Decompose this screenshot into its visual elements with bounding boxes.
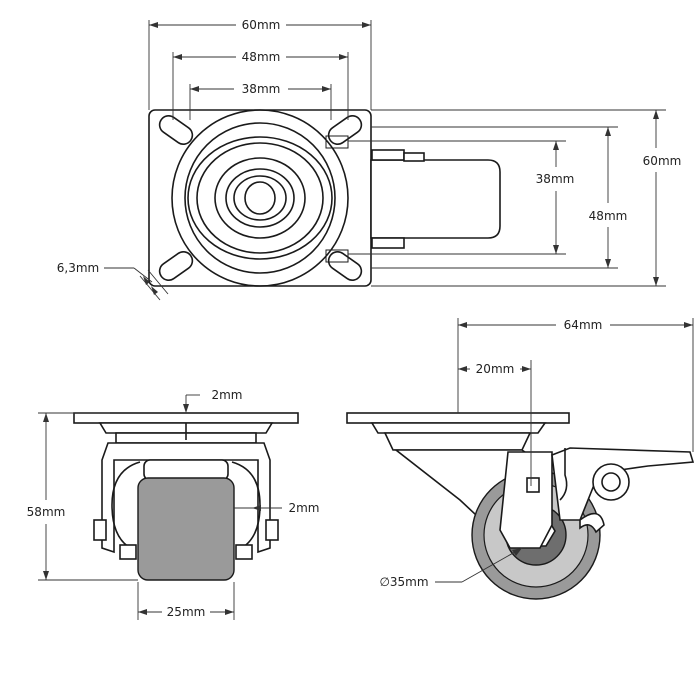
- top-slot-bl: [158, 251, 194, 281]
- side-plate-base: [370, 422, 547, 434]
- top-brake-pin: [403, 152, 425, 162]
- dim-front-2mm-top: 2mm: [211, 388, 242, 402]
- dim-right-60: 60mm: [643, 154, 682, 168]
- dim-right-48: 48mm: [589, 209, 628, 223]
- top-mark-1: [325, 135, 349, 149]
- side-dimensions: 64mm 20mm ∅35mm: [379, 318, 694, 589]
- top-slot-br: [327, 251, 363, 281]
- top-slot-tl: [158, 115, 194, 145]
- side-axle-block: [526, 477, 540, 493]
- front-wheel-top: [143, 459, 229, 481]
- top-race-3: [214, 157, 306, 239]
- top-slot-tr: [327, 115, 363, 145]
- front-fork-arc-right: [231, 461, 261, 551]
- front-fork-arc-left: [111, 461, 141, 551]
- dim-side-64: 64mm: [564, 318, 603, 332]
- side-brake-pivot-inner: [601, 472, 621, 492]
- side-brake-pad: [579, 512, 605, 534]
- front-wheel: [137, 477, 235, 581]
- dim-front-25: 25mm: [167, 605, 206, 619]
- dim-right-38: 38mm: [536, 172, 575, 186]
- side-view: [346, 412, 695, 600]
- side-swivel: [383, 432, 532, 451]
- front-axle-nut-left: [93, 519, 107, 541]
- top-fork-body: [370, 159, 501, 239]
- dim-front-58: 58mm: [27, 505, 66, 519]
- top-swivel-ring: [171, 109, 349, 287]
- dim-side-35: ∅35mm: [379, 575, 428, 589]
- top-view: [148, 109, 501, 287]
- right-dimensions: 38mm 48mm 60mm: [348, 109, 682, 287]
- top-race-5: [233, 175, 287, 221]
- top-race: [187, 136, 333, 260]
- top-race-2: [196, 142, 324, 254]
- dim-top-60: 60mm: [242, 18, 281, 32]
- dim-top-38: 38mm: [242, 82, 281, 96]
- side-brake-lever: [551, 447, 695, 521]
- slot-dimension: 6,3mm: [57, 261, 169, 301]
- front-hub-left: [119, 544, 137, 560]
- front-fork: [101, 442, 271, 554]
- side-fork-arm: [499, 451, 553, 549]
- front-view: [73, 412, 299, 581]
- side-plate: [346, 412, 570, 424]
- top-race-4: [225, 168, 295, 228]
- dim-front-2mm-side: 2mm: [288, 501, 319, 515]
- top-brake-tab: [371, 149, 405, 161]
- front-plate: [73, 412, 299, 424]
- top-mark-2: [325, 249, 349, 263]
- dim-side-20: 20mm: [476, 362, 515, 376]
- top-dimensions: 60mm 48mm 38mm: [148, 18, 372, 120]
- top-bore: [244, 181, 276, 215]
- top-brake-tab-2: [371, 237, 405, 249]
- front-hub-right: [235, 544, 253, 560]
- dim-slot-6-3: 6,3mm: [57, 261, 99, 275]
- front-dimensions: 2mm 58mm 2mm 25mm: [27, 388, 320, 620]
- dim-top-48: 48mm: [242, 50, 281, 64]
- top-swivel-ring-inner: [184, 122, 336, 274]
- front-axle-nut-right: [265, 519, 279, 541]
